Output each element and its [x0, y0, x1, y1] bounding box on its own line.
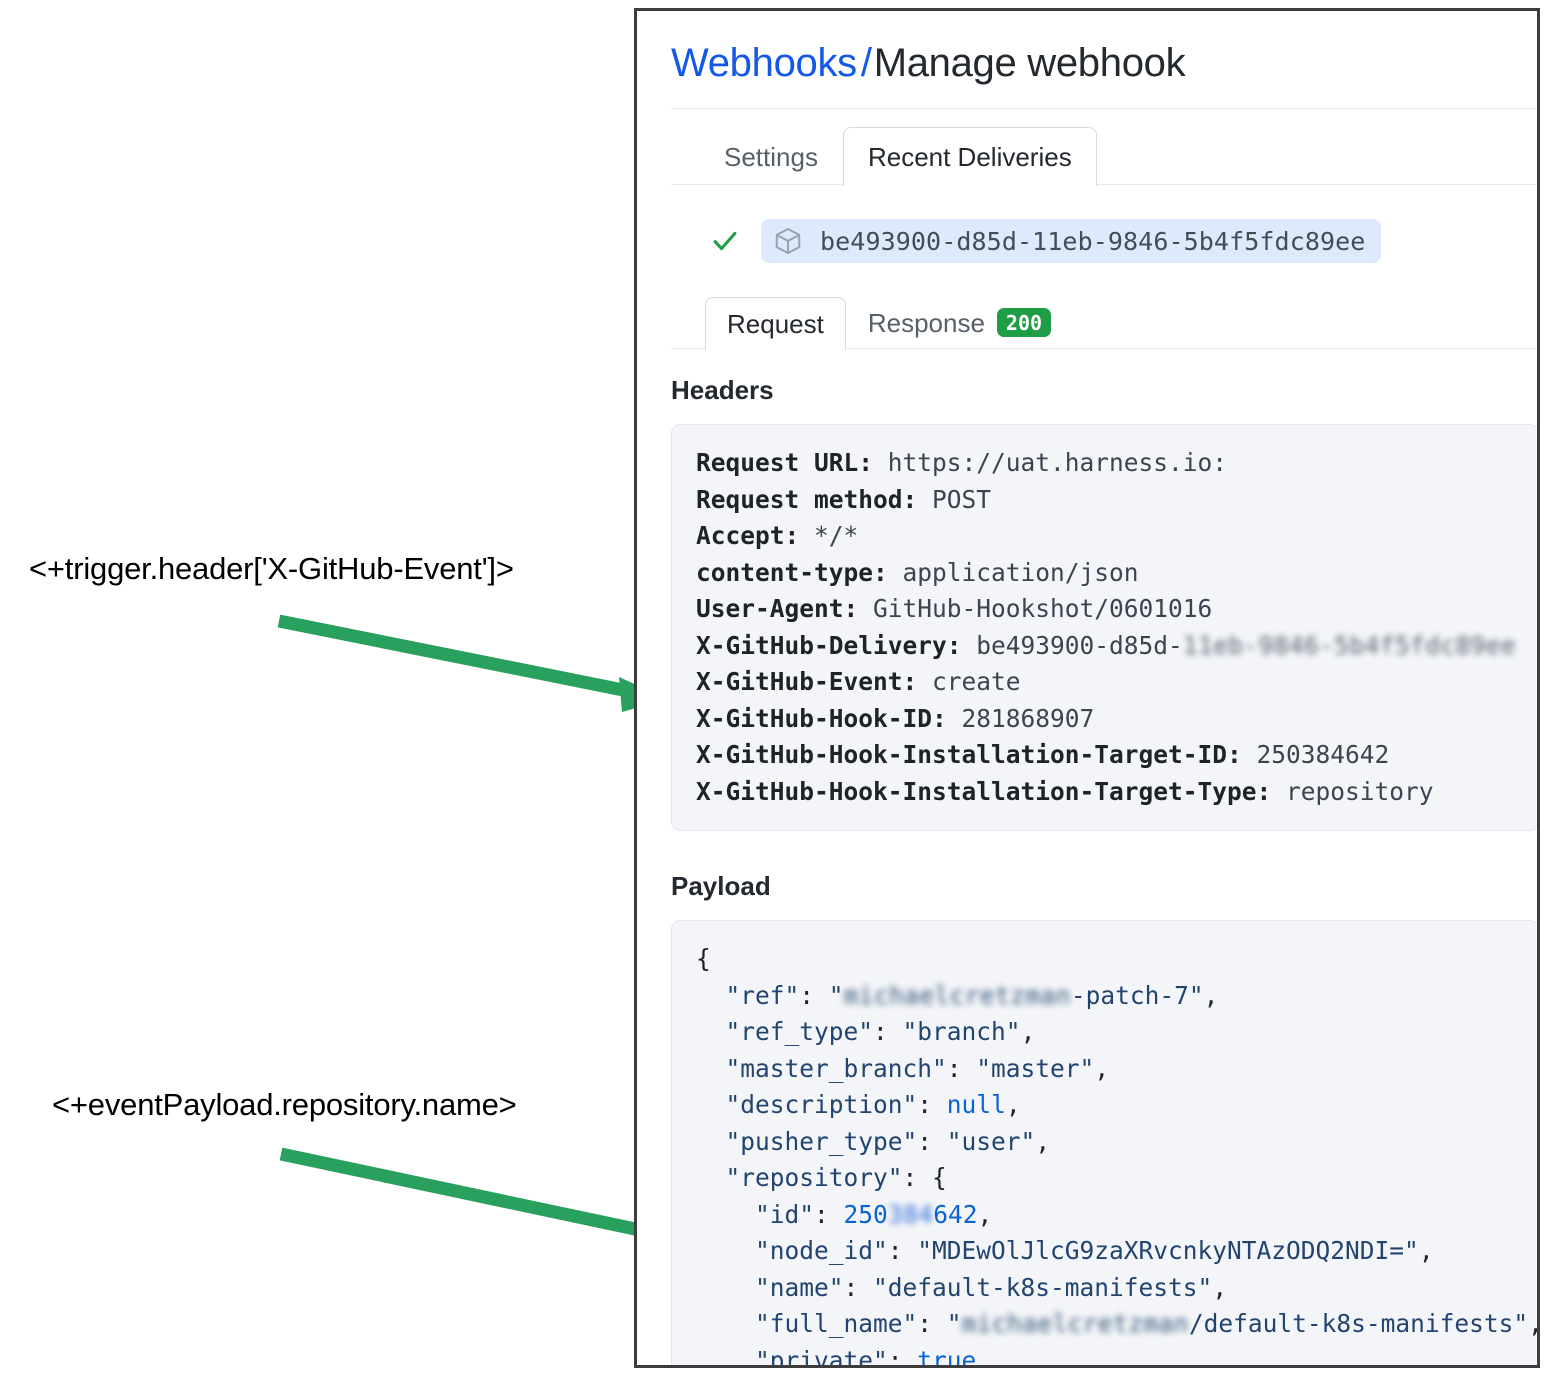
annotation-label-trigger-header: <+trigger.header['X-GitHub-Event']>	[29, 551, 514, 586]
header-line: X-GitHub-Event: create	[696, 667, 1021, 696]
headers-code-box: Request URL: https://uat.harness.io: Req…	[671, 424, 1537, 831]
package-icon	[775, 228, 801, 254]
payload-line: "node_id": "MDEwOlJlcG9zaXRvcnkyNTAzODQ2…	[755, 1236, 1434, 1265]
header-value: 281868907	[961, 703, 1095, 733]
payload-line: "full_name": "michaelcretzman/default-k8…	[755, 1309, 1537, 1338]
breadcrumb-separator: /	[860, 41, 872, 85]
header-line: content-type: application/json	[696, 558, 1139, 587]
redacted-repo-id: 384	[887, 1199, 934, 1229]
header-value: POST	[932, 484, 992, 514]
header-line: X-GitHub-Hook-Installation-Target-Type: …	[696, 777, 1434, 806]
payload-line: "id": 250384642,	[755, 1199, 993, 1229]
breadcrumb-link-webhooks[interactable]: Webhooks	[671, 41, 857, 85]
tab-request-label: Request	[727, 309, 824, 339]
header-key: X-GitHub-Event:	[696, 667, 918, 696]
title-divider	[671, 108, 1537, 109]
header-value: https://uat.harness.io:	[887, 448, 1228, 477]
delivery-row: be493900-d85d-11eb-9846-5b4f5fdc89ee	[671, 219, 1537, 263]
payload-line: {	[696, 944, 711, 973]
header-line: User-Agent: GitHub-Hookshot/0601016	[696, 594, 1212, 623]
tabs-underline	[671, 184, 1537, 185]
tab-response[interactable]: Response 200	[846, 294, 1073, 350]
header-key: X-GitHub-Hook-ID:	[696, 703, 947, 733]
tab-recent-deliveries[interactable]: Recent Deliveries	[842, 127, 1097, 186]
tab-settings[interactable]: Settings	[724, 142, 818, 172]
page-title: Webhooks/Manage webhook	[671, 41, 1537, 86]
delivery-id-pill[interactable]: be493900-d85d-11eb-9846-5b4f5fdc89ee	[761, 219, 1382, 263]
header-key: Request URL:	[696, 448, 874, 477]
payload-line: "description": null,	[725, 1090, 1021, 1119]
header-key: Accept:	[696, 521, 800, 550]
delivery-id-text: be493900-d85d-11eb-9846-5b4f5fdc89ee	[820, 226, 1366, 256]
header-value: application/json	[902, 557, 1139, 587]
header-line: Request URL: https://uat.harness.io:	[696, 448, 1227, 477]
payload-line: "repository": {	[725, 1163, 947, 1192]
headers-heading: Headers	[671, 375, 774, 405]
header-value: be493900-d85d-	[976, 630, 1183, 660]
header-line: X-GitHub-Delivery: be493900-d85d-11eb-98…	[696, 631, 1516, 660]
tab-request[interactable]: Request	[705, 297, 846, 350]
payload-code-box: { "ref": "michaelcretzman-patch-7", "ref…	[671, 920, 1537, 1368]
tab-response-label: Response	[867, 307, 985, 338]
header-value: repository	[1286, 776, 1434, 806]
redacted-delivery-id: 11eb-9846-5b4f5fdc89ee	[1182, 630, 1517, 660]
status-badge: 200	[996, 308, 1052, 337]
header-key: Request method:	[696, 484, 918, 514]
payload-line: "master_branch": "master",	[725, 1053, 1110, 1083]
delivery-detail-tabs: Request Response 200	[671, 283, 1537, 350]
breadcrumb-current: Manage webhook	[873, 41, 1186, 85]
header-value: 250384642	[1256, 740, 1390, 769]
webhook-card: Webhooks/Manage webhook Settings Recent …	[634, 8, 1540, 1368]
header-key: X-GitHub-Hook-Installation-Target-Type:	[696, 776, 1272, 806]
detail-tabs-underline	[671, 348, 1537, 349]
payload-line: "private": true,	[755, 1345, 992, 1368]
payload-line: "name": "default-k8s-manifests",	[755, 1272, 1228, 1302]
check-icon	[713, 231, 737, 251]
header-key: X-GitHub-Hook-Installation-Target-ID:	[696, 740, 1242, 769]
webhook-tabs: Settings Recent Deliveries	[671, 109, 1537, 186]
header-value: GitHub-Hookshot/0601016	[873, 594, 1213, 623]
payload-line: "ref_type": "branch",	[725, 1017, 1036, 1046]
header-line: X-GitHub-Hook-Installation-Target-ID: 25…	[696, 740, 1389, 769]
payload-heading: Payload	[671, 871, 771, 901]
redacted-ref-user: michaelcretzman	[843, 980, 1071, 1010]
header-line: X-GitHub-Hook-ID: 281868907	[696, 704, 1094, 733]
header-line: Request method: POST	[696, 485, 991, 514]
annotation-label-event-payload: <+eventPayload.repository.name>	[52, 1087, 517, 1122]
header-key: User-Agent:	[696, 594, 859, 623]
redacted-owner-name: michaelcretzman	[961, 1309, 1189, 1338]
arrow-trigger-header	[277, 614, 668, 712]
header-value: create	[932, 667, 1021, 696]
payload-line: "pusher_type": "user",	[725, 1126, 1051, 1156]
payload-line: "ref": "michaelcretzman-patch-7",	[725, 980, 1219, 1010]
header-key: X-GitHub-Delivery:	[696, 630, 962, 660]
header-line: Accept: */*	[696, 521, 858, 550]
header-value: */*	[814, 521, 859, 550]
header-key: content-type:	[696, 557, 888, 587]
